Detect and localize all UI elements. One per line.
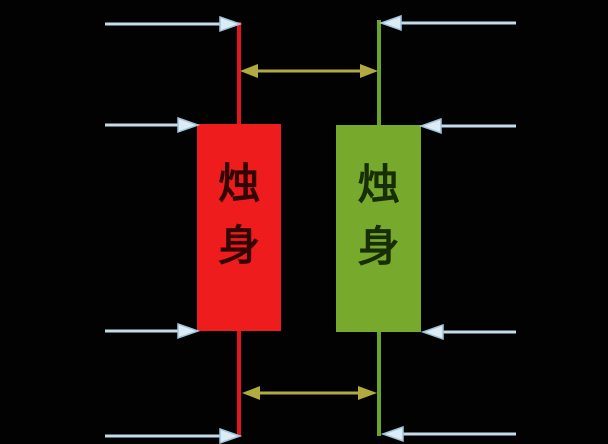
pointer-arrow-green-wick-top-icon [378,14,516,32]
pointer-arrow-green-body-top-icon [418,117,516,135]
red-candle-body: 烛 身 [197,124,281,331]
green-candle-body: 烛 身 [336,125,421,332]
green-candle-body-label: 烛 身 [357,163,400,271]
pointer-arrow-red-body-top-icon [105,116,201,134]
span-arrow-lower-wicks-icon [242,386,377,400]
span-arrow-upper-wicks-icon [240,64,378,78]
green-candle-upper-wick [377,20,381,125]
red-candle-lower-wick [237,331,241,437]
red-candle-upper-wick [237,22,241,125]
pointer-arrow-green-wick-bottom-icon [380,425,516,443]
pointer-arrow-red-wick-bottom-icon [105,427,243,444]
green-candle-lower-wick [377,332,381,436]
red-candle-body-label: 烛 身 [217,162,260,270]
pointer-arrow-red-wick-top-icon [105,15,243,33]
pointer-arrow-red-body-bottom-icon [105,322,201,340]
pointer-arrow-green-body-bottom-icon [420,323,516,341]
